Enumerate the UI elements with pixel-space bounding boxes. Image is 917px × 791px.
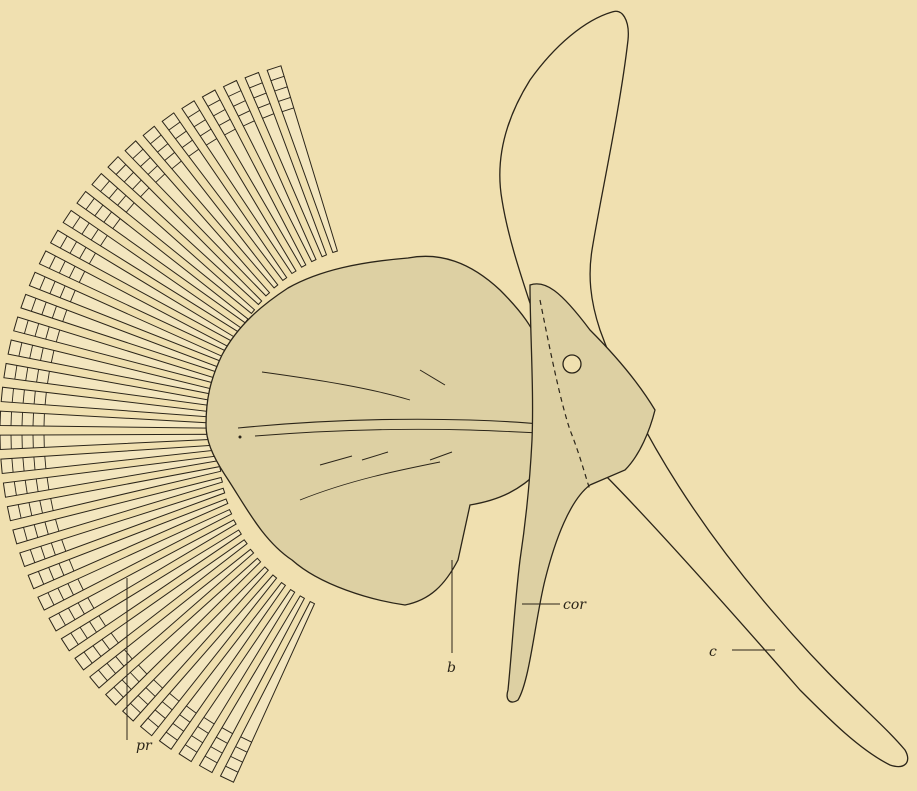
basal-dot [239, 436, 242, 439]
radial-segment [33, 413, 34, 426]
leader-lines [127, 560, 775, 740]
coracoid-foramen [563, 355, 581, 373]
label-pr: pr [136, 738, 153, 754]
radial-segment [11, 412, 12, 426]
label-c: c [709, 644, 717, 660]
radial-segment [22, 412, 23, 425]
label-b: b [447, 660, 456, 676]
basal-plate [206, 256, 540, 605]
label-cor: cor [563, 597, 587, 613]
